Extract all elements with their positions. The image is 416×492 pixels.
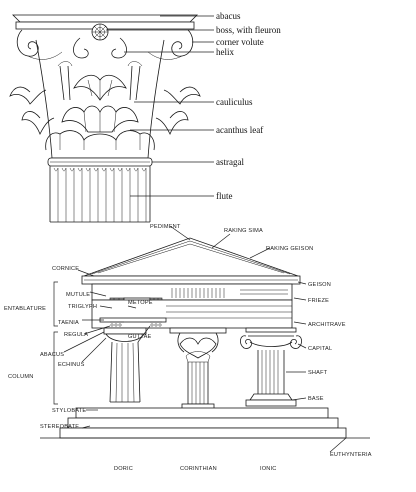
label-raking-sima: RAKING SIMA	[224, 228, 263, 234]
label-abacus-temple: ABACUS	[40, 352, 64, 358]
label-helix: helix	[216, 47, 234, 57]
guttae	[110, 321, 162, 327]
fluted-shaft	[49, 166, 151, 223]
label-corinthian: CORINTHIAN	[180, 466, 217, 472]
label-astragal: astragal	[216, 157, 244, 167]
label-acanthus-leaf: acanthus leaf	[216, 125, 263, 135]
label-cornice: CORNICE	[52, 266, 79, 272]
stereobate-step-2	[59, 427, 347, 439]
label-abacus: abacus	[216, 11, 241, 21]
pediment	[83, 237, 299, 277]
label-flute: flute	[216, 191, 233, 201]
label-triglyph: TRIGLYPH	[68, 304, 97, 310]
label-boss-with-fleuron: boss, with fleuron	[216, 25, 281, 35]
label-entablature: ENTABLATURE	[4, 306, 46, 312]
architrave	[91, 299, 293, 329]
label-pediment: PEDIMENT	[150, 224, 181, 230]
label-guttae: GUTTAE	[128, 334, 152, 340]
corinthian-abacus	[169, 327, 227, 334]
label-doric: DORIC	[114, 466, 133, 472]
label-ionic: IONIC	[260, 466, 277, 472]
label-geison: GEISON	[308, 282, 331, 288]
ionic-frieze	[240, 289, 288, 295]
ionic-abacus	[245, 327, 297, 333]
stylobate	[75, 407, 329, 419]
acanthus-leaves-lower	[21, 105, 189, 151]
boss-fleuron	[91, 23, 109, 41]
label-capital: CAPITAL	[308, 346, 332, 352]
temple-orders-illustration: PEDIMENT RAKING SIMA RAKING GEISON CORNI…	[4, 224, 372, 472]
temple-leader-lines	[63, 225, 347, 453]
label-cauliculus: cauliculus	[216, 97, 253, 107]
helices	[73, 37, 127, 59]
label-shaft: SHAFT	[308, 370, 328, 376]
label-euthynteria: EUTHYNTERIA	[330, 452, 372, 458]
stereobate-step-1	[67, 417, 339, 429]
label-base: BASE	[308, 396, 324, 402]
acanthus-leaves-upper	[9, 74, 201, 105]
label-echinus: ECHINUS	[58, 362, 85, 368]
label-taenia: TAENIA	[58, 320, 79, 326]
label-architrave: ARCHITRAVE	[308, 322, 346, 328]
corinthian-column	[169, 327, 227, 417]
label-metope: METOPE	[128, 300, 153, 306]
label-corner-volute: corner volute	[216, 37, 264, 47]
left-brackets	[53, 281, 58, 405]
label-raking-geison: RAKING GEISON	[266, 246, 313, 252]
cauliculi	[57, 61, 143, 101]
corinthian-capital-illustration: abacus boss, with fleuron corner volute …	[9, 11, 281, 223]
capital-leader-lines	[106, 15, 214, 197]
corner-volutes	[16, 29, 194, 60]
label-regula: REGULA	[64, 332, 88, 338]
ionic-column	[240, 327, 302, 407]
label-stereobate: STEREOBATE	[40, 424, 79, 430]
taenia	[99, 317, 167, 323]
label-mutule: MUTULE	[66, 292, 90, 298]
label-frieze: FRIEZE	[308, 298, 329, 304]
label-column: COLUMN	[8, 374, 33, 380]
label-stylobate: STYLOBATE	[52, 408, 86, 414]
dentils	[171, 288, 225, 298]
